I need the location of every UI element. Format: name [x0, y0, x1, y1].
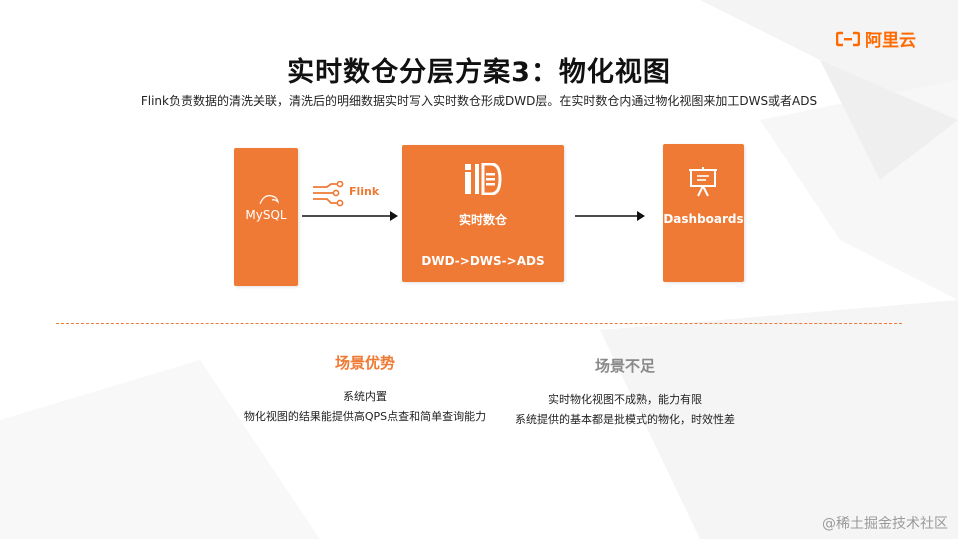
flow-arrow-2 [575, 211, 645, 221]
dashboard-icon [689, 167, 717, 197]
warehouse-icon [465, 163, 502, 195]
mysql-source-box: MySQL [234, 148, 298, 286]
advantage-item: 物化视图的结果能提供高QPS点查和简单查询能力 [243, 410, 487, 423]
brand-logo: 阿里云 [836, 26, 916, 51]
aliyun-logo-icon [836, 31, 860, 46]
section-divider [56, 323, 902, 324]
watermark: @稀土掘金技术社区 [822, 516, 948, 532]
disadvantage-item: 系统提供的基本都是批模式的物化，时效性差 [515, 413, 735, 426]
advantages-section: 场景优势 系统内置 物化视图的结果能提供高QPS点查和简单查询能力 [160, 352, 570, 427]
realtime-warehouse-box: 实时数仓 DWD->DWS->ADS [402, 145, 564, 282]
slide-title: 实时数仓分层方案3：物化视图 [287, 57, 671, 88]
flow-arrow-1 [302, 211, 398, 221]
disadvantages-section: 场景不足 实时物化视图不成熟，能力有限 系统提供的基本都是批模式的物化，时效性差 [415, 355, 835, 430]
flink-label: Flink [349, 185, 380, 198]
advantage-item: 系统内置 [343, 390, 387, 403]
warehouse-label: 实时数仓 [458, 213, 507, 227]
dashboards-box: Dashboards [663, 144, 744, 282]
flink-icon [313, 181, 344, 207]
disadvantages-heading: 场景不足 [594, 357, 655, 375]
disadvantage-item: 实时物化视图不成熟，能力有限 [548, 393, 702, 406]
slide-subtitle: Flink负责数据的清洗关联，清洗后的明细数据实时写入实时数仓形成DWD层。在实… [140, 94, 818, 108]
dashboards-label: Dashboards [663, 212, 744, 226]
logo-text: 阿里云 [865, 31, 916, 51]
dolphin-icon [259, 195, 279, 205]
advantages-heading: 场景优势 [334, 354, 395, 372]
layer-flow-label: DWD->DWS->ADS [421, 254, 545, 268]
mysql-label: MySQL [245, 208, 287, 222]
